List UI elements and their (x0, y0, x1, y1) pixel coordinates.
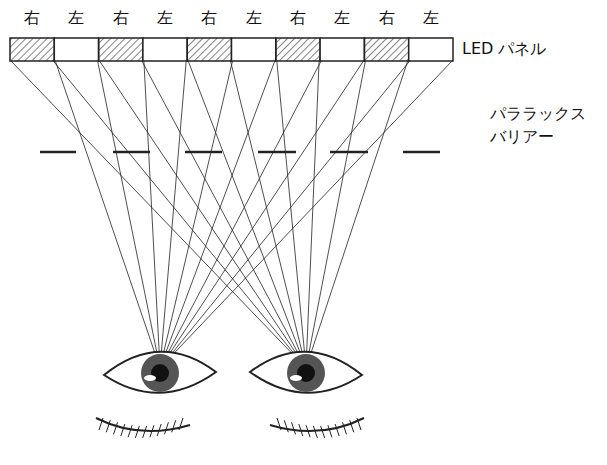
led-cell (99, 38, 143, 61)
ray (160, 61, 233, 368)
eye-label: 右 (113, 6, 129, 29)
ray (142, 61, 306, 368)
left-eye (96, 352, 216, 438)
barrier-slat (403, 151, 440, 154)
ray (55, 61, 160, 368)
ray (160, 61, 321, 368)
barrier-slat (185, 151, 222, 154)
led-cell (187, 38, 231, 61)
ray (160, 61, 275, 368)
right-eye (250, 352, 364, 438)
led-cell (143, 38, 187, 61)
led-cell (276, 38, 320, 61)
barrier-slat (113, 151, 150, 154)
barrier-slat (258, 151, 296, 154)
eye-label: 右 (379, 6, 395, 29)
led-cell (409, 38, 453, 61)
led-panel (10, 38, 453, 61)
ray (231, 61, 307, 368)
ray (98, 61, 160, 368)
eye-label: 右 (24, 6, 40, 29)
eye-label: 左 (423, 6, 439, 29)
eye-label: 右 (290, 6, 306, 29)
ray (306, 61, 319, 368)
eye-label: 左 (157, 6, 173, 29)
part-name: LED パネル (462, 37, 546, 60)
ray (160, 61, 410, 368)
ray (160, 61, 363, 368)
ray (160, 61, 452, 368)
parallax-barrier (40, 151, 440, 154)
light-rays (11, 61, 452, 368)
barrier-slat (40, 151, 76, 154)
led-cell (10, 38, 54, 61)
ray (53, 61, 306, 368)
led-cell (232, 38, 276, 61)
ray (144, 61, 160, 368)
ray (306, 61, 408, 368)
ray (277, 61, 306, 368)
part-name: パララックス バリアー (490, 102, 602, 148)
ray (160, 61, 186, 368)
ray (188, 61, 306, 368)
eye-label: 左 (68, 6, 84, 29)
eye-label: 左 (246, 6, 262, 29)
ray (100, 61, 306, 368)
eye-label: 右 (201, 6, 217, 29)
led-cell (364, 38, 408, 61)
barrier-slat (330, 151, 368, 154)
led-cell (54, 38, 98, 61)
led-cell (320, 38, 364, 61)
eye-label: 左 (334, 6, 350, 29)
